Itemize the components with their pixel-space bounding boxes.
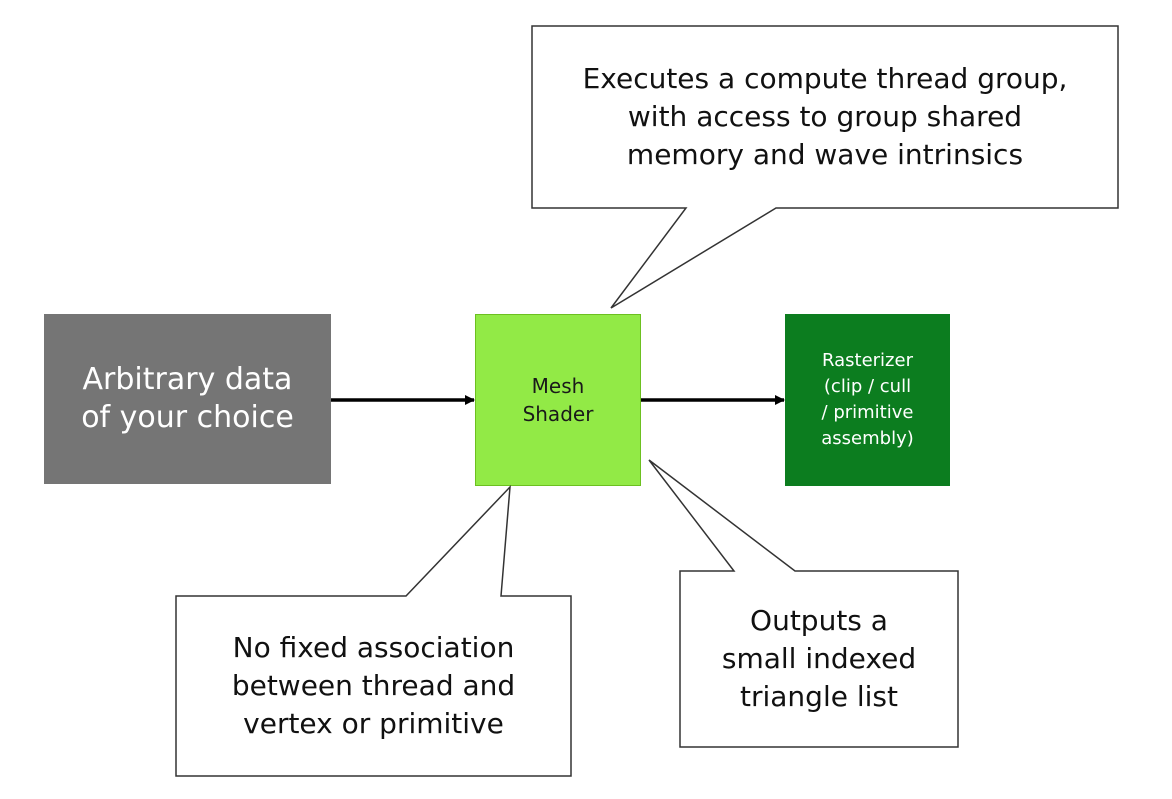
rasterizer-box: Rasterizer (clip / cull / primitive asse… bbox=[785, 314, 950, 486]
callout-bottom-left-bubble bbox=[175, 484, 572, 777]
rasterizer-box-shape bbox=[785, 314, 950, 486]
callout-top-text: Executes a compute thread group, with ac… bbox=[582, 62, 1068, 171]
callout-top-bubble bbox=[531, 25, 1119, 309]
rasterizer-label: Rasterizer (clip / cull / primitive asse… bbox=[821, 350, 914, 449]
callout-bottom-right-text: Outputs a small indexed triangle list bbox=[721, 604, 917, 713]
mesh-shader-box-shape bbox=[475, 314, 641, 486]
callout-bottom-left-text: No fixed association between thread and … bbox=[231, 631, 516, 740]
mesh-shader-label: Mesh Shader bbox=[522, 374, 594, 426]
input-data-label: Arbitrary data of your choice bbox=[81, 362, 294, 435]
input-box-shape bbox=[44, 314, 331, 484]
callout-bottom-right-bubble bbox=[648, 459, 959, 748]
mesh-shader-box: Mesh Shader bbox=[475, 314, 641, 486]
input-data-box: Arbitrary data of your choice bbox=[44, 314, 331, 484]
